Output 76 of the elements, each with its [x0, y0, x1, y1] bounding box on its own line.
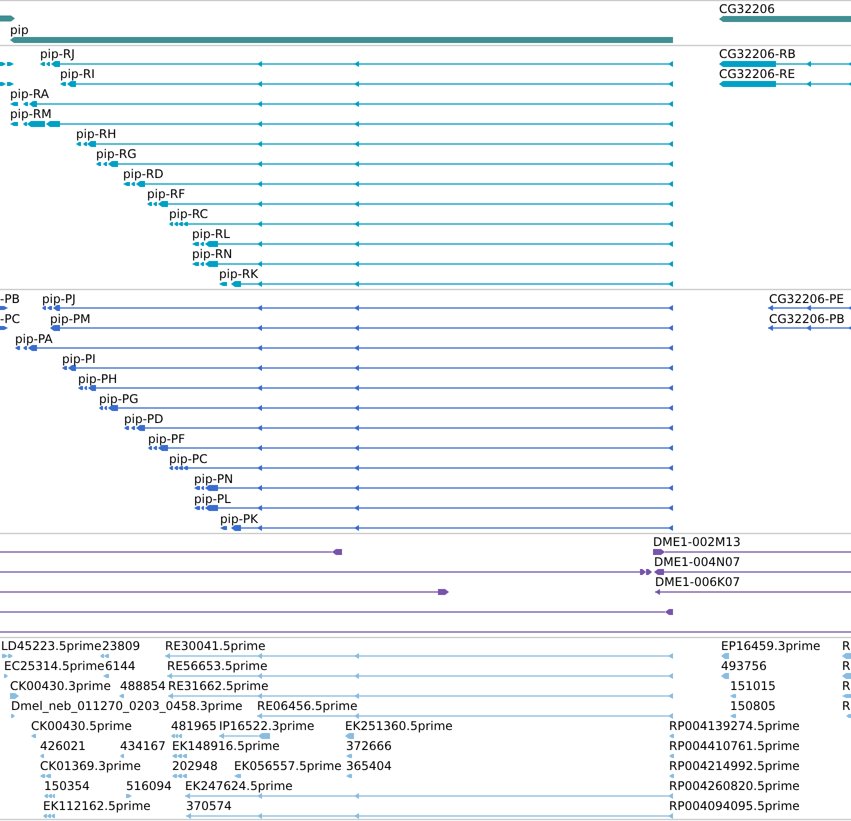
feature-label: 150805 [730, 699, 776, 713]
feature-label: pip-PK [220, 512, 258, 526]
feature-label: DME1-006K07 [655, 575, 740, 589]
feature-label: CK01369.3prime [40, 759, 141, 773]
feature-label: pip-RJ [40, 47, 75, 61]
feature-label: RP004139274.5prime [669, 719, 800, 733]
feature-label: pip-PF [148, 432, 186, 446]
feature-label: pip-RI [60, 67, 95, 81]
feature-label: RE31662.5prime [168, 679, 268, 693]
feature-label: 488854 [120, 679, 166, 693]
feature-label: CG32206-PB [769, 312, 845, 326]
feature-label: 372666 [346, 739, 392, 753]
feature-label: CG32206-RB [719, 47, 796, 61]
feature-label: pip-RM [10, 107, 52, 121]
feature-label: 434167 [120, 739, 166, 753]
feature-label: CG32206 [719, 2, 775, 16]
feature-label: RE06456.5prime [257, 699, 358, 713]
feature-label: CK00430.3prime [10, 679, 111, 693]
feature-label: pip-RK [219, 267, 258, 281]
feature-label: R [842, 659, 850, 673]
feature-label: 493756 [721, 659, 767, 673]
feature-label: 6144 [105, 659, 136, 673]
feature-label: DME1-004N07 [654, 555, 740, 569]
feature-label: LD45223.5prime [1, 639, 102, 653]
feature-label: pip-PL [194, 492, 231, 506]
feature-label: 365404 [346, 759, 392, 773]
feature-label: 202948 [172, 759, 218, 773]
feature-label: RP004214992.5prime [669, 759, 800, 773]
feature-label: pip-RF [147, 187, 186, 201]
feature-label: pip-PN [194, 472, 234, 486]
feature-label: pip [10, 23, 29, 37]
feature-label: R [842, 639, 850, 653]
feature-label: 150354 [44, 779, 90, 793]
feature-label: DME1-002M13 [653, 535, 741, 549]
feature-label: pip-PA [15, 332, 53, 346]
feature-label: EK251360.5prime [345, 719, 453, 733]
feature-label: EK247624.5prime [185, 779, 293, 793]
feature-label: pip-PD [124, 412, 164, 426]
feature-label: RE30041.5prime [165, 639, 266, 653]
feature-label: 481965 [171, 719, 217, 733]
feature-label: pip-RN [192, 247, 232, 261]
feature-label: CG32206-PE [769, 292, 844, 306]
feature-label: pip-RD [123, 167, 164, 181]
feature-label: EK112162.5prime [43, 799, 151, 813]
feature-label: pip-RG [96, 147, 137, 161]
feature-label: 426021 [40, 739, 86, 753]
feature-label: RP004260820.5prime [669, 779, 800, 793]
feature-label: EK148916.5prime [172, 739, 280, 753]
feature-label: pip-RH [76, 127, 116, 141]
feature-label: pip-RA [10, 87, 49, 101]
feature-label: pip-PG [99, 392, 138, 406]
feature-label: pip-RL [192, 227, 230, 241]
feature-label: 151015 [730, 679, 776, 693]
feature-label: RE56653.5prime [167, 659, 268, 673]
feature-label: pip-PM [50, 312, 90, 326]
feature-label: -PC [0, 312, 20, 326]
feature-label: R [842, 679, 850, 693]
feature-label: pip-RC [169, 207, 208, 221]
feature-label: R [842, 699, 850, 713]
feature-label: -PB [0, 292, 20, 306]
feature-label: EK056557.5prime [234, 759, 342, 773]
feature-label: CG32206-RE [719, 67, 796, 81]
feature-label: CK00430.5prime [31, 719, 132, 733]
feature-label: EP16459.3prime [721, 639, 820, 653]
feature-label: 23809 [102, 639, 140, 653]
feature-label: 370574 [186, 799, 232, 813]
feature-label: pip-PH [78, 372, 118, 386]
feature-label: pip-PC [169, 452, 208, 466]
feature-label: pip-PI [62, 352, 96, 366]
feature-label: pip-PJ [42, 292, 76, 306]
feature-label: 516094 [126, 779, 172, 793]
feature-label: RP004094095.5prime [669, 799, 800, 813]
feature-label: Dmel_neb_011270_0203_0458.3prime [11, 699, 243, 713]
feature-label: IP16522.3prime [219, 719, 314, 733]
feature-label: RP004410761.5prime [669, 739, 800, 753]
feature-label: EC25314.5prime [4, 659, 105, 673]
